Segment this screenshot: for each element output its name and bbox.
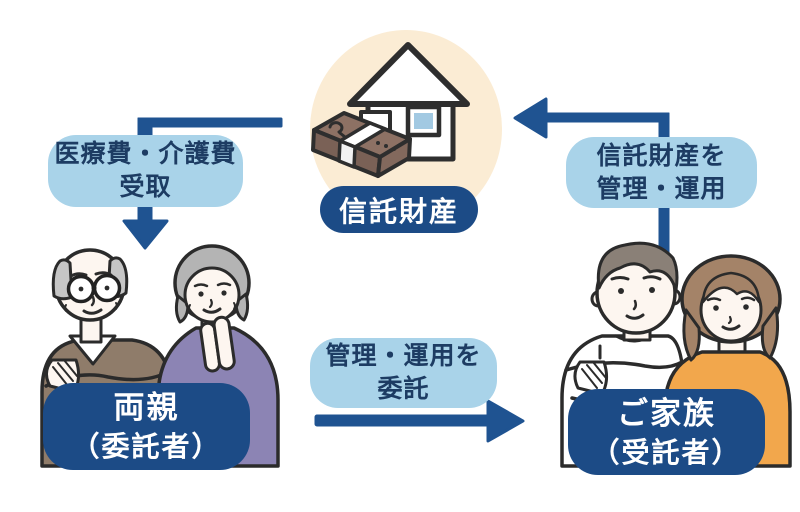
money-bundle-icon [311, 111, 412, 178]
flow-manage-line2: 管理・運用 [596, 174, 727, 203]
flow-manage-line1: 信託財産を [596, 141, 727, 170]
trust-asset-label: 信託財産 [320, 186, 478, 233]
parents-line2: （委託者） [71, 431, 222, 462]
flow-entrust-label: 管理・運用を 委託 [310, 338, 497, 408]
praying-hands-icon [199, 315, 236, 373]
flow-receive-label: 医療費・介護費 受取 [48, 135, 243, 207]
parents-label: 両親 （委託者） [43, 383, 250, 470]
parents-line1: 両親 [113, 390, 180, 425]
flow-entrust-line1: 管理・運用を [325, 342, 482, 370]
family-label: ご家族 （受託者） [568, 389, 765, 475]
flow-entrust-line2: 委託 [377, 375, 430, 403]
family-line1: ご家族 [617, 395, 716, 431]
flow-manage-label: 信託財産を 管理・運用 [566, 137, 757, 208]
flow-receive-line1: 医療費・介護費 [54, 140, 237, 168]
flow-receive-line2: 受取 [119, 173, 172, 201]
trust-asset-text: 信託財産 [338, 195, 459, 227]
family-line2: （受託者） [591, 436, 742, 468]
arrow-right-icon [314, 399, 525, 443]
